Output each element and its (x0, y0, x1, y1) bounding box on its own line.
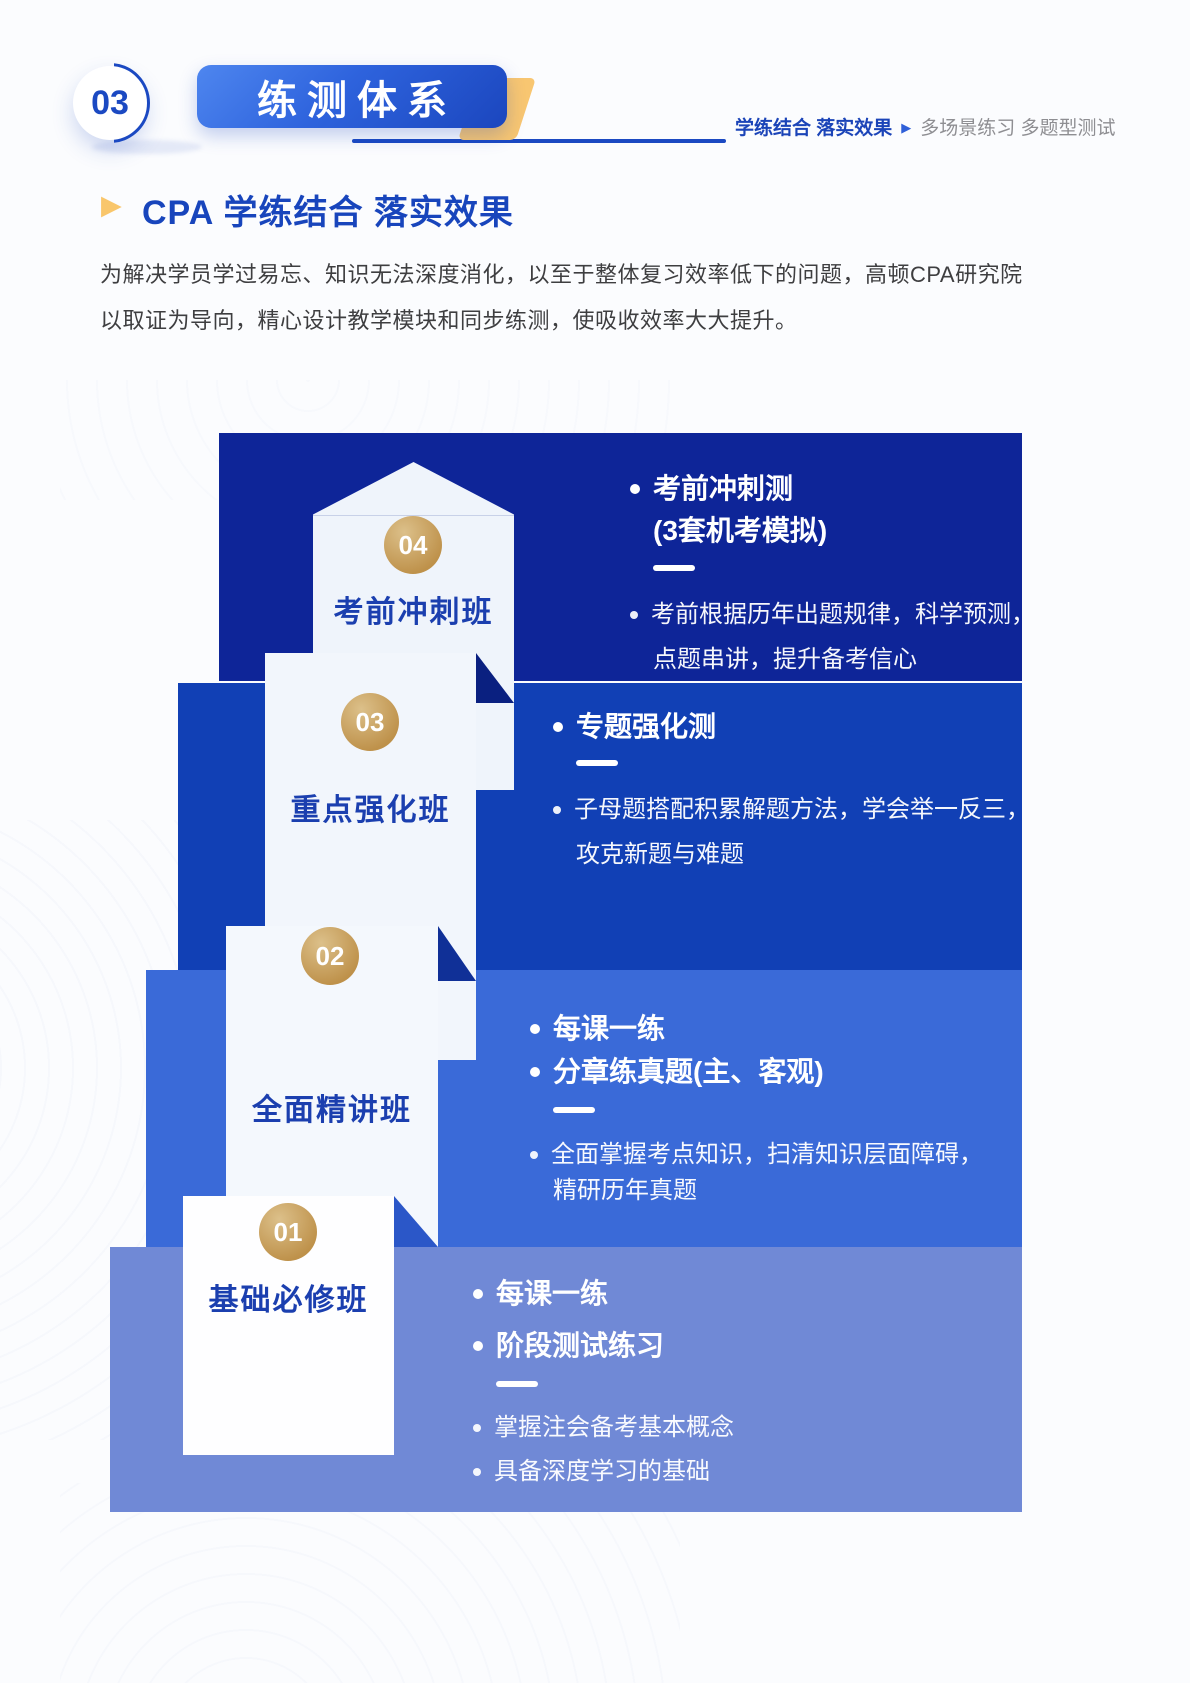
bullet-item-continuation: 攻克新题与难题 (553, 840, 744, 870)
bullet-item: 每课一练 (473, 1277, 608, 1311)
intro-paragraph: 为解决学员学过易忘、知识无法深度消化，以至于整体复习效率低下的问题，高顿CPA研… (100, 252, 1030, 344)
column-roof-seam (313, 515, 514, 516)
banner-underline (352, 139, 726, 143)
bullet-item-continuation: 精研历年真题 (530, 1176, 697, 1206)
bullet-text: 分章练真题(主、客观) (553, 1056, 824, 1087)
arrow-right-icon: ▶ (901, 120, 912, 135)
bullet-text: 攻克新题与难题 (576, 841, 744, 868)
bullet-dot-icon (630, 611, 638, 619)
bullet-item: 每课一练 (530, 1012, 665, 1046)
level-title: 重点强化班 (290, 794, 451, 827)
header-subnav: 学练结合 落实效果 ▶ 多场景练习 多题型测试 (735, 113, 1135, 140)
bullet-dot-icon (473, 1341, 483, 1351)
bullet-text: (3套机考模拟) (653, 515, 828, 546)
bullet-dot-icon (530, 1151, 538, 1159)
bullet-text: 点题串讲，提升备考信心 (653, 646, 917, 673)
bullet-text: 专题强化测 (576, 711, 717, 742)
bullet-item: 专题强化测 (553, 710, 716, 744)
badge-shadow (92, 140, 202, 154)
page-title: CPA 学练结合 落实效果 (142, 194, 514, 232)
bullet-item: 分章练真题(主、客观) (530, 1055, 824, 1089)
divider-dash (653, 565, 695, 571)
level-number-badge: 03 (341, 693, 399, 751)
divider-dash (553, 1107, 595, 1113)
bullet-dot-icon (530, 1067, 540, 1077)
bullet-text: 掌握注会备考基本概念 (494, 1414, 734, 1441)
divider-dash (496, 1381, 538, 1387)
bullet-item: 阶段测试练习 (473, 1329, 664, 1363)
bullet-text: 每课一练 (496, 1278, 609, 1309)
bullet-dot-icon (473, 1468, 481, 1476)
level-number-badge: 01 (259, 1203, 317, 1261)
section-number-badge: 03 (73, 66, 147, 140)
bullet-text: 考前根据历年出题规律，科学预测， (651, 601, 1035, 628)
bullet-item: 具备深度学习的基础 (473, 1457, 710, 1487)
bullet-item: 考前根据历年出题规律，科学预测， (630, 600, 1035, 630)
bullet-item: 掌握注会备考基本概念 (473, 1413, 734, 1443)
bullet-text: 阶段测试练习 (496, 1330, 665, 1361)
bullet-text: 精研历年真题 (553, 1177, 697, 1204)
bullet-dot-icon (553, 806, 561, 814)
bullet-dot-icon (473, 1289, 483, 1299)
background-swirl-decoration (60, 1483, 680, 1683)
bullet-text: 全面掌握考点知识，扫清知识层面障碍， (551, 1141, 983, 1168)
bullet-dot-icon (530, 1024, 540, 1034)
section-banner: 练测体系 (197, 65, 507, 128)
level-title: 基础必修班 (208, 1284, 369, 1317)
bullet-dot-icon (630, 484, 640, 494)
bullet-text: 考前冲刺测 (653, 473, 794, 504)
bullet-text: 子母题搭配积累解题方法，学会举一反三， (574, 796, 1030, 823)
section-banner-title: 练测体系 (257, 78, 457, 123)
intro-paragraph-line: 以取证为导向，精心设计教学模块和同步练测，使吸收效率大大提升。 (100, 308, 798, 333)
bullet-item: 全面掌握考点知识，扫清知识层面障碍， (530, 1140, 983, 1170)
level-title: 全面精讲班 (252, 1094, 412, 1127)
level-number-badge: 04 (384, 516, 442, 574)
divider-dash (576, 760, 618, 766)
bullet-item: 考前冲刺测 (630, 472, 793, 506)
bullet-item-continuation: (3套机考模拟) (630, 514, 827, 548)
intro-paragraph-line: 为解决学员学过易忘、知识无法深度消化，以至于整体复习效率低下的问题，高顿CPA研… (100, 262, 1023, 287)
bullet-dot-icon (553, 722, 563, 732)
level-number-badge: 02 (301, 927, 359, 985)
bullet-text: 具备深度学习的基础 (494, 1458, 710, 1485)
subnav-highlight-text: 学练结合 落实效果 (735, 118, 893, 139)
section-marker-icon: ▶ (101, 190, 122, 220)
bullet-dot-icon (473, 1424, 481, 1432)
bullet-item: 子母题搭配积累解题方法，学会举一反三， (553, 795, 1030, 825)
subnav-secondary-text: 多场景练习 多题型测试 (920, 118, 1116, 139)
bullet-item-continuation: 点题串讲，提升备考信心 (630, 645, 917, 675)
level-title: 考前冲刺班 (333, 596, 494, 629)
bullet-text: 每课一练 (553, 1013, 666, 1044)
